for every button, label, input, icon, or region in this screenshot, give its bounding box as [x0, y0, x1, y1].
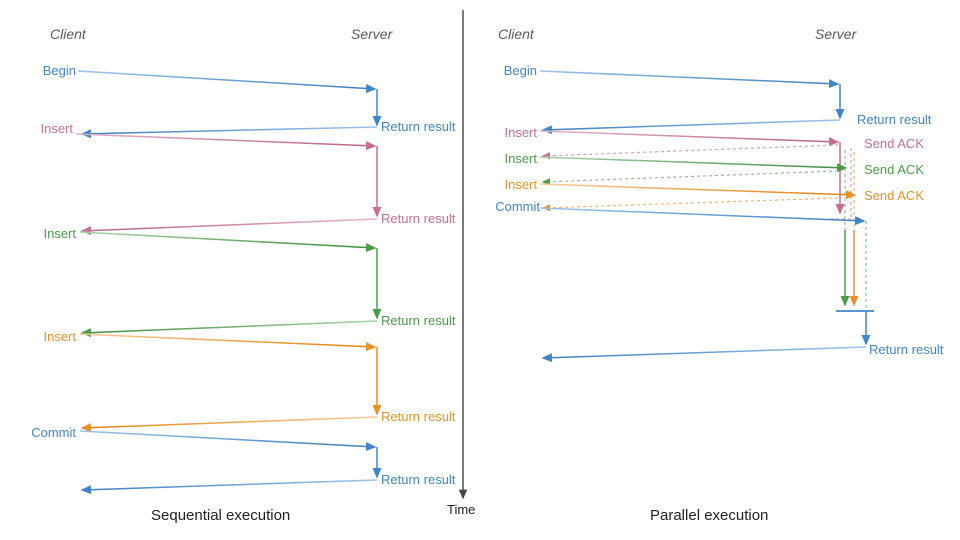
lifeline-label-client-sequential: Client [50, 26, 86, 42]
message-commit-request [79, 430, 382, 495]
message-label-return-result-2: Return result [381, 211, 456, 226]
message-label-insert-parallel-1: Insert [504, 125, 537, 140]
message-label-send-ack-3: Send ACK [864, 188, 924, 203]
caption-sequential: Sequential execution [151, 507, 291, 524]
message-commit-parallel [539, 207, 874, 363]
message-begin-request-parallel [539, 70, 845, 135]
panel-sequential [75, 70, 382, 495]
message-label-insert-3: Insert [43, 329, 76, 344]
lifeline-label-client-parallel: Client [498, 26, 534, 42]
message-insert1-request [75, 133, 382, 236]
message-label-commit-parallel: Commit [495, 199, 540, 214]
message-label-insert-1: Insert [40, 121, 73, 136]
message-label-return-result-parallel-2: Return result [869, 342, 944, 357]
message-label-return-result-5: Return result [381, 472, 456, 487]
caption-parallel: Parallel execution [650, 507, 769, 524]
message-begin-request [77, 70, 382, 139]
lifeline-label-server-sequential: Server [351, 26, 393, 42]
message-insert3-parallel [539, 152, 859, 307]
message-label-return-result-1: Return result [381, 119, 456, 134]
message-label-return-result-3: Return result [381, 313, 456, 328]
message-label-begin: Begin [42, 63, 76, 78]
message-insert1-parallel [539, 130, 852, 220]
time-axis-label: Time [447, 502, 476, 517]
message-label-insert-parallel-3: Insert [504, 177, 537, 192]
message-label-commit: Commit [31, 425, 76, 440]
message-insert3-request [79, 333, 382, 433]
message-insert2-parallel [539, 150, 850, 307]
message-label-return-result-4: Return result [381, 409, 456, 424]
message-label-insert-2: Insert [43, 226, 76, 241]
panel-parallel [539, 70, 874, 363]
message-label-send-ack-1: Send ACK [864, 136, 924, 151]
message-label-insert-parallel-2: Insert [504, 151, 537, 166]
message-label-send-ack-2: Send ACK [864, 162, 924, 177]
message-label-return-result-parallel-1: Return result [857, 112, 932, 127]
message-insert2-request [79, 231, 382, 338]
message-label-begin-parallel: Begin [503, 63, 537, 78]
lifeline-label-server-parallel: Server [815, 26, 857, 42]
